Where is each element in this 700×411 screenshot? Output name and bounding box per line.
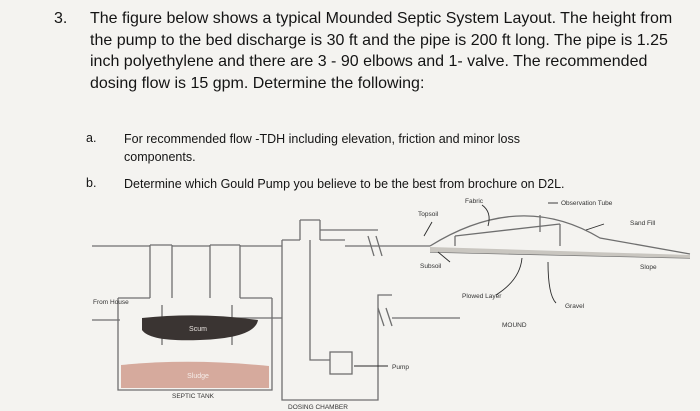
question-text: The figure below shows a typical Mounded… <box>90 10 673 92</box>
plowed-layer-label: Plowed Layer <box>462 293 502 300</box>
scum-label: Scum <box>189 326 207 333</box>
slope-label: Slope <box>640 264 657 271</box>
septic-tank-label: SEPTIC TANK <box>172 393 215 400</box>
leader-arrows <box>354 202 605 367</box>
gravel-label: Gravel <box>565 303 585 310</box>
item-b-text: Determine which Gould Pump you believe t… <box>124 177 565 191</box>
item-a-text: For recommended flow -TDH including elev… <box>124 132 520 164</box>
fabric-label: Fabric <box>465 198 484 205</box>
item-a-letter: a. <box>86 131 97 145</box>
scum-layer <box>142 315 258 341</box>
question-number: 3. <box>54 10 68 27</box>
pump-label: Pump <box>392 364 409 371</box>
observation-tube-label: Observation Tube <box>561 200 613 207</box>
sludge-label: Sludge <box>187 373 209 380</box>
topsoil-label: Topsoil <box>418 211 439 218</box>
from-house-label: From House <box>93 299 129 306</box>
item-b-letter: b. <box>86 176 97 190</box>
sand-fill-label: Sand Fill <box>630 220 656 227</box>
subsoil-label: Subsoil <box>420 263 442 270</box>
dosing-chamber-label: DOSING CHAMBER <box>288 404 348 411</box>
plowed-layer-band <box>430 247 690 258</box>
mound-label: MOUND <box>502 322 527 329</box>
sludge-layer <box>121 361 269 388</box>
